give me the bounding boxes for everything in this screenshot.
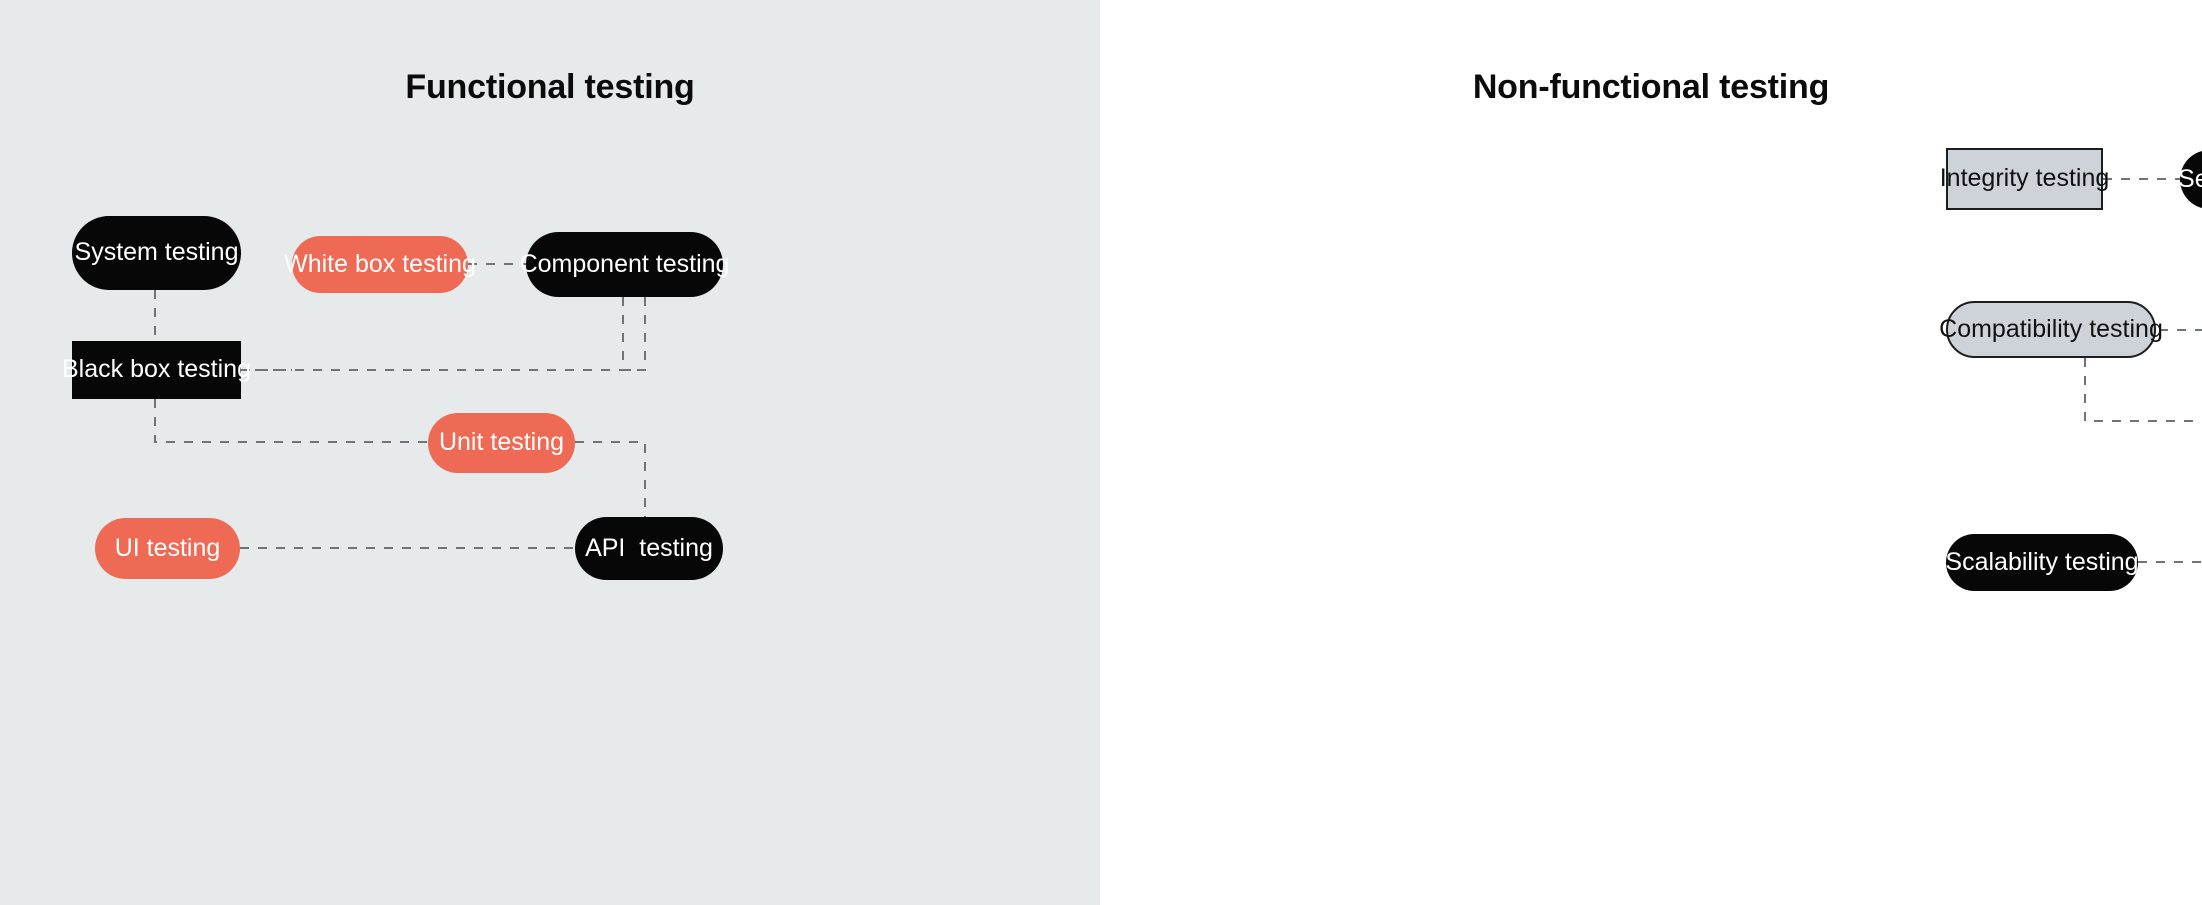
node-blackbox[interactable]: Black box testing bbox=[62, 341, 251, 399]
page-title-non-functional: Non-functional testing bbox=[1472, 68, 1830, 106]
node-label: Integrity testing bbox=[1939, 164, 2110, 193]
panel-non-functional-testing: Non-functional testing bbox=[1100, 0, 2202, 905]
node-unit[interactable]: Unit testing bbox=[428, 413, 575, 473]
node-label: White box testing bbox=[284, 249, 476, 278]
node-label: Component testing bbox=[519, 249, 730, 278]
page-title-functional: Functional testing bbox=[405, 68, 695, 106]
node-api[interactable]: API testing bbox=[575, 517, 723, 580]
node-label: Scalability testing bbox=[1945, 547, 2139, 576]
node-ui[interactable]: UI testing bbox=[95, 518, 240, 579]
node-label: API testing bbox=[585, 533, 713, 562]
node-whitebox[interactable]: White box testing bbox=[284, 236, 476, 293]
node-integrity[interactable]: Integrity testing bbox=[1940, 148, 2109, 210]
node-security[interactable]: Security testing bbox=[2178, 150, 2202, 209]
node-label: UI testing bbox=[114, 533, 221, 562]
node-label: System testing bbox=[74, 238, 239, 267]
node-scalability[interactable]: Scalability testing bbox=[1945, 534, 2139, 591]
node-label: Black box testing bbox=[62, 355, 251, 384]
node-system[interactable]: System testing bbox=[72, 216, 241, 290]
node-label: Security testing bbox=[2178, 164, 2202, 193]
node-label: Compatibility testing bbox=[1939, 314, 2163, 343]
node-compatibility[interactable]: Compatibility testing bbox=[1939, 301, 2163, 358]
node-component[interactable]: Component testing bbox=[520, 232, 729, 297]
node-label: Unit testing bbox=[438, 428, 565, 457]
